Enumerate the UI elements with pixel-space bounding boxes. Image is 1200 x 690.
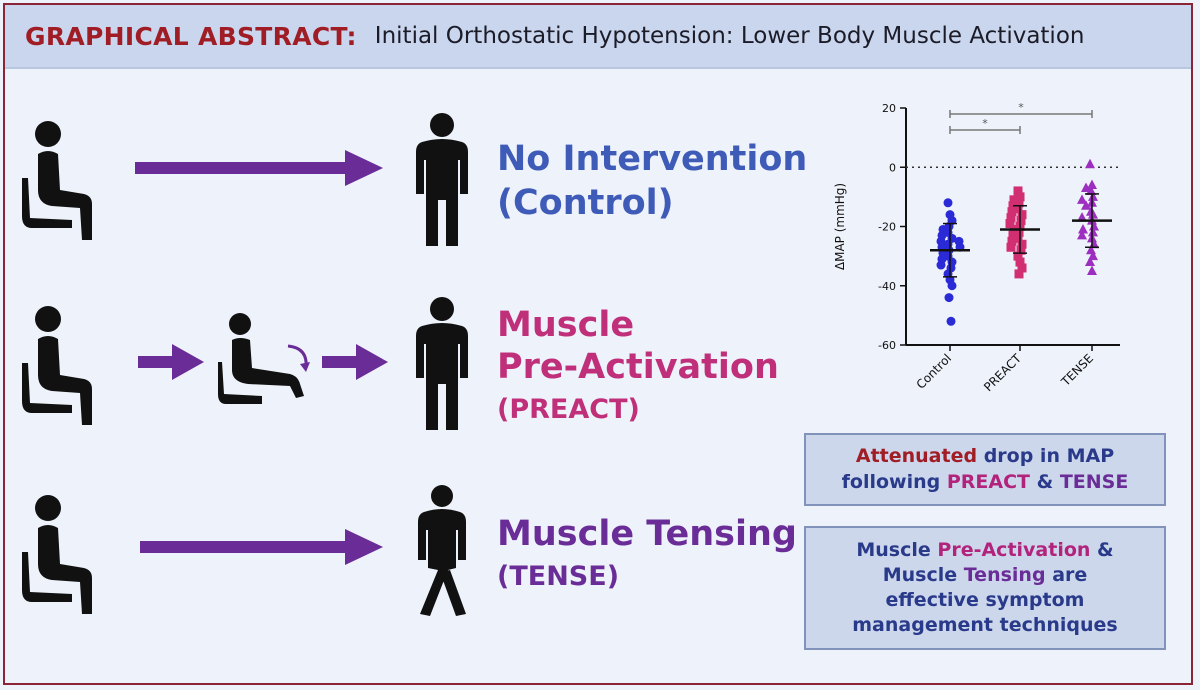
y-axis-label: ΔMAP (mmHg) [833,183,847,270]
summary-box-techniques: Muscle Pre-Activation & Muscle Tensing a… [804,526,1166,650]
standing-person-icon [416,297,468,430]
data-point-preact [1017,239,1027,249]
y-tick-label: -60 [878,339,896,352]
seated-person-icon [22,495,92,614]
crossed-legs-person-icon [418,485,466,616]
seated-person-icon [22,306,92,425]
leg-raise-person-icon [218,313,310,404]
data-point-control [947,281,957,291]
x-tick-label: Control [914,351,955,392]
y-tick-label: 0 [889,161,896,174]
data-point-tense [1077,194,1087,204]
x-tick-label: PREACT [981,351,1025,395]
data-point-control [944,293,954,303]
data-point-preact [1013,186,1023,196]
label-muscle-pre-activation: Muscle Pre-Activation (PREACT) [497,305,779,425]
data-point-preact [1013,233,1023,243]
data-point-tense [1088,191,1098,201]
data-point-preact [1014,269,1024,279]
data-point-preact [1013,204,1023,214]
data-point-preact [1014,198,1024,208]
header-title: Initial Orthostatic Hypotension: Lower B… [374,23,1085,49]
y-tick-label: 20 [882,102,896,115]
data-point-tense [1081,182,1091,192]
map-scatter-chart: 20 0 -20 -40 -60 ΔMAP (mmHg) Control PREACT TENS… [833,101,1120,395]
data-point-tense [1085,256,1095,267]
arrow-icon [140,529,383,565]
x-tick-label: TENSE [1058,351,1096,389]
data-point-preact [1017,263,1027,273]
data-point-tense [1081,200,1091,210]
data-point-preact [1006,213,1016,223]
significance-label: * [982,117,988,130]
data-point-tense [1088,226,1098,237]
summary-box-attenuated: Attenuated drop in MAP following PREACT … [804,433,1166,506]
label-muscle-tensing: Muscle Tensing (TENSE) [497,514,797,592]
arrow-icon [135,150,383,186]
data-point-preact [1014,227,1024,237]
arrow-icon [138,344,204,380]
significance-label: * [1018,101,1024,114]
data-point-preact [1008,230,1018,240]
header-banner: GRAPHICAL ABSTRACT: Initial Orthostatic … [5,5,1191,69]
arrow-icon [322,344,388,380]
data-point-preact [1005,219,1015,229]
data-point-preact [1013,251,1023,261]
data-point-tense [1087,179,1097,190]
header-label: GRAPHICAL ABSTRACT: [25,21,357,51]
y-tick-label: -40 [878,280,896,293]
seated-person-icon [22,121,92,240]
data-point-preact [1009,195,1019,205]
data-point-tense [1078,223,1088,234]
data-point-preact [1016,216,1026,226]
data-point-control [936,260,946,270]
data-point-tense [1088,209,1098,219]
data-point-preact [1006,242,1016,252]
data-point-preact [1016,245,1026,255]
data-point-tense [1077,229,1087,240]
data-point-preact [1007,236,1017,246]
y-tick-label: -20 [878,221,896,234]
data-point-preact [1017,210,1027,220]
label-no-intervention: No Intervention (Control) [497,139,808,223]
data-point-preact [1015,257,1025,267]
data-point-tense [1085,158,1095,169]
data-point-preact [1007,207,1017,217]
data-point-tense [1087,265,1097,275]
data-point-control [943,198,953,208]
data-point-preact [1015,192,1025,202]
standing-person-icon [416,113,468,246]
data-point-tense [1077,212,1087,222]
data-point-control [946,316,956,326]
